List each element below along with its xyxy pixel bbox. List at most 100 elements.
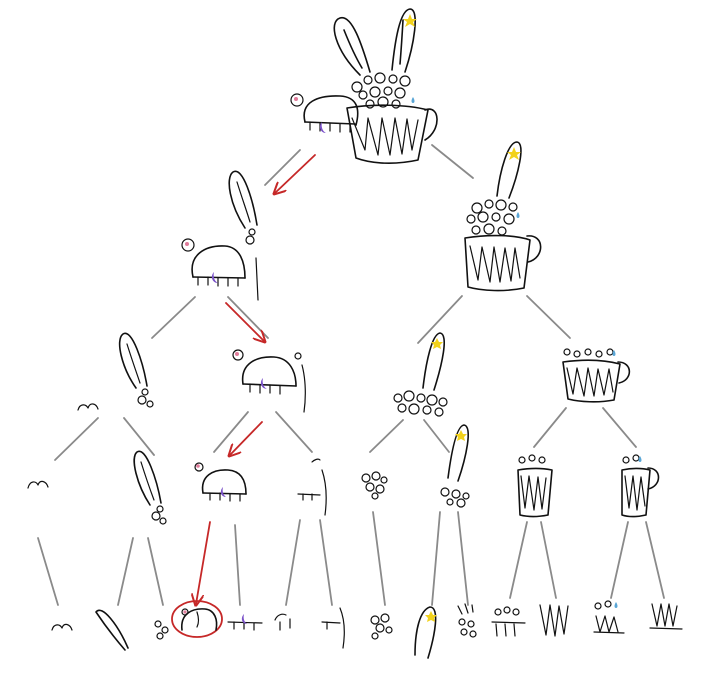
leaf-basket-edge [321, 607, 345, 649]
node-l2-a-ear-head [77, 332, 154, 411]
feet-lines [249, 383, 281, 395]
arrow-root-to-l1 [275, 154, 316, 193]
ear-tips [457, 603, 474, 615]
edge-l1-right-b [526, 295, 571, 339]
tail [232, 349, 244, 361]
drop-icon [612, 350, 616, 356]
moon-icon [241, 614, 247, 624]
rim [491, 621, 526, 624]
moon-icon [220, 487, 226, 497]
basket-handle [526, 235, 542, 263]
bubble-arc [311, 458, 321, 463]
ear [496, 141, 522, 199]
edge-l3-4 [234, 524, 241, 606]
weave [495, 623, 516, 637]
edge-l3-1 [37, 537, 59, 606]
tail [194, 462, 204, 472]
basket-bubbles [351, 72, 411, 109]
basket-weave [469, 245, 521, 283]
basket-handle [647, 467, 660, 490]
leaf-tail [51, 623, 73, 631]
feet-lines [233, 621, 255, 631]
node-root-bunny-with-basket [290, 8, 438, 164]
star-icon [425, 611, 437, 622]
bubble [294, 352, 302, 360]
basket-edge-stroke [255, 257, 259, 301]
leaf-feet [274, 613, 291, 631]
node-l1-right-basket [464, 141, 542, 292]
flower-icon [183, 610, 187, 614]
bubble [248, 228, 256, 236]
bunny-body [241, 356, 297, 387]
edge-l2-d-left [533, 407, 567, 448]
edge-l1-right-a [417, 295, 463, 344]
edge-l2-a-left [54, 417, 99, 461]
edge-l2-a-right [123, 417, 155, 456]
bubble [137, 395, 147, 405]
tree-edges [37, 144, 665, 606]
basket-handle [617, 361, 631, 384]
star-icon [507, 147, 521, 160]
ear-inner [126, 343, 141, 384]
edge-l3-11 [540, 521, 557, 599]
tail-fragment [27, 480, 49, 489]
basket-edge-stroke [301, 364, 306, 413]
leaf-bubbles [370, 613, 393, 640]
tail [290, 93, 304, 107]
bubble [141, 388, 149, 396]
node-l3-6-ear-bubbles [440, 424, 470, 508]
highlighted-leaf-circle [171, 600, 223, 638]
bunny-body [201, 469, 247, 495]
edge-l3-6 [319, 519, 333, 606]
ear [228, 170, 258, 229]
bubble [156, 505, 164, 513]
right-ear-inner [399, 19, 404, 65]
drop-icon [638, 456, 642, 462]
bubble [245, 235, 255, 245]
ear [118, 332, 148, 389]
leaf-basket-weave [539, 604, 569, 637]
bubble [151, 511, 161, 521]
edge-l2-c-left [369, 419, 404, 453]
moon-icon [260, 378, 267, 389]
edge-l3-5 [285, 519, 301, 606]
basket-edge-stroke [321, 469, 327, 516]
flower-icon [185, 242, 189, 246]
basket-body [562, 359, 621, 403]
basket-weave [351, 117, 419, 156]
edge-l2-c-right [423, 419, 450, 453]
leaf-feet-moon [227, 614, 263, 631]
leaf-basket-weave-2 [649, 603, 683, 630]
basket-weave [624, 475, 646, 511]
arrow-l1-to-l2 [225, 302, 264, 341]
edge-l3-10 [509, 521, 528, 599]
leaf-ear-star [414, 606, 437, 659]
node-l1-left-bunny [181, 170, 259, 301]
leaf-basket-rim [491, 606, 526, 637]
leaf-bubbles-2 [457, 603, 477, 638]
selection-path-arrows [171, 154, 316, 638]
arrow-l3-to-leaf [196, 521, 211, 604]
node-l3-3-bunny-body [194, 462, 247, 502]
edge-l2-d-right [602, 407, 637, 448]
ear [133, 450, 162, 506]
edge-l3-8 [431, 511, 441, 606]
feet-lines [209, 492, 241, 502]
ear [447, 424, 470, 482]
feet-lines [302, 493, 313, 501]
edge-l3-13 [645, 521, 665, 599]
tail [181, 238, 195, 252]
right-ear [391, 8, 416, 73]
edge-l3-12 [610, 521, 629, 599]
edge-l3-9 [457, 511, 469, 606]
bubble [159, 517, 167, 525]
basket-weave [566, 367, 614, 397]
base [593, 631, 625, 634]
edge-l3-7 [372, 511, 386, 606]
node-l2-b-bunny-body [232, 349, 306, 413]
left-ear [333, 17, 371, 76]
ear-inner [236, 181, 251, 223]
ear [422, 332, 446, 391]
drop-icon [411, 97, 415, 103]
left-ear-inner [343, 29, 363, 69]
